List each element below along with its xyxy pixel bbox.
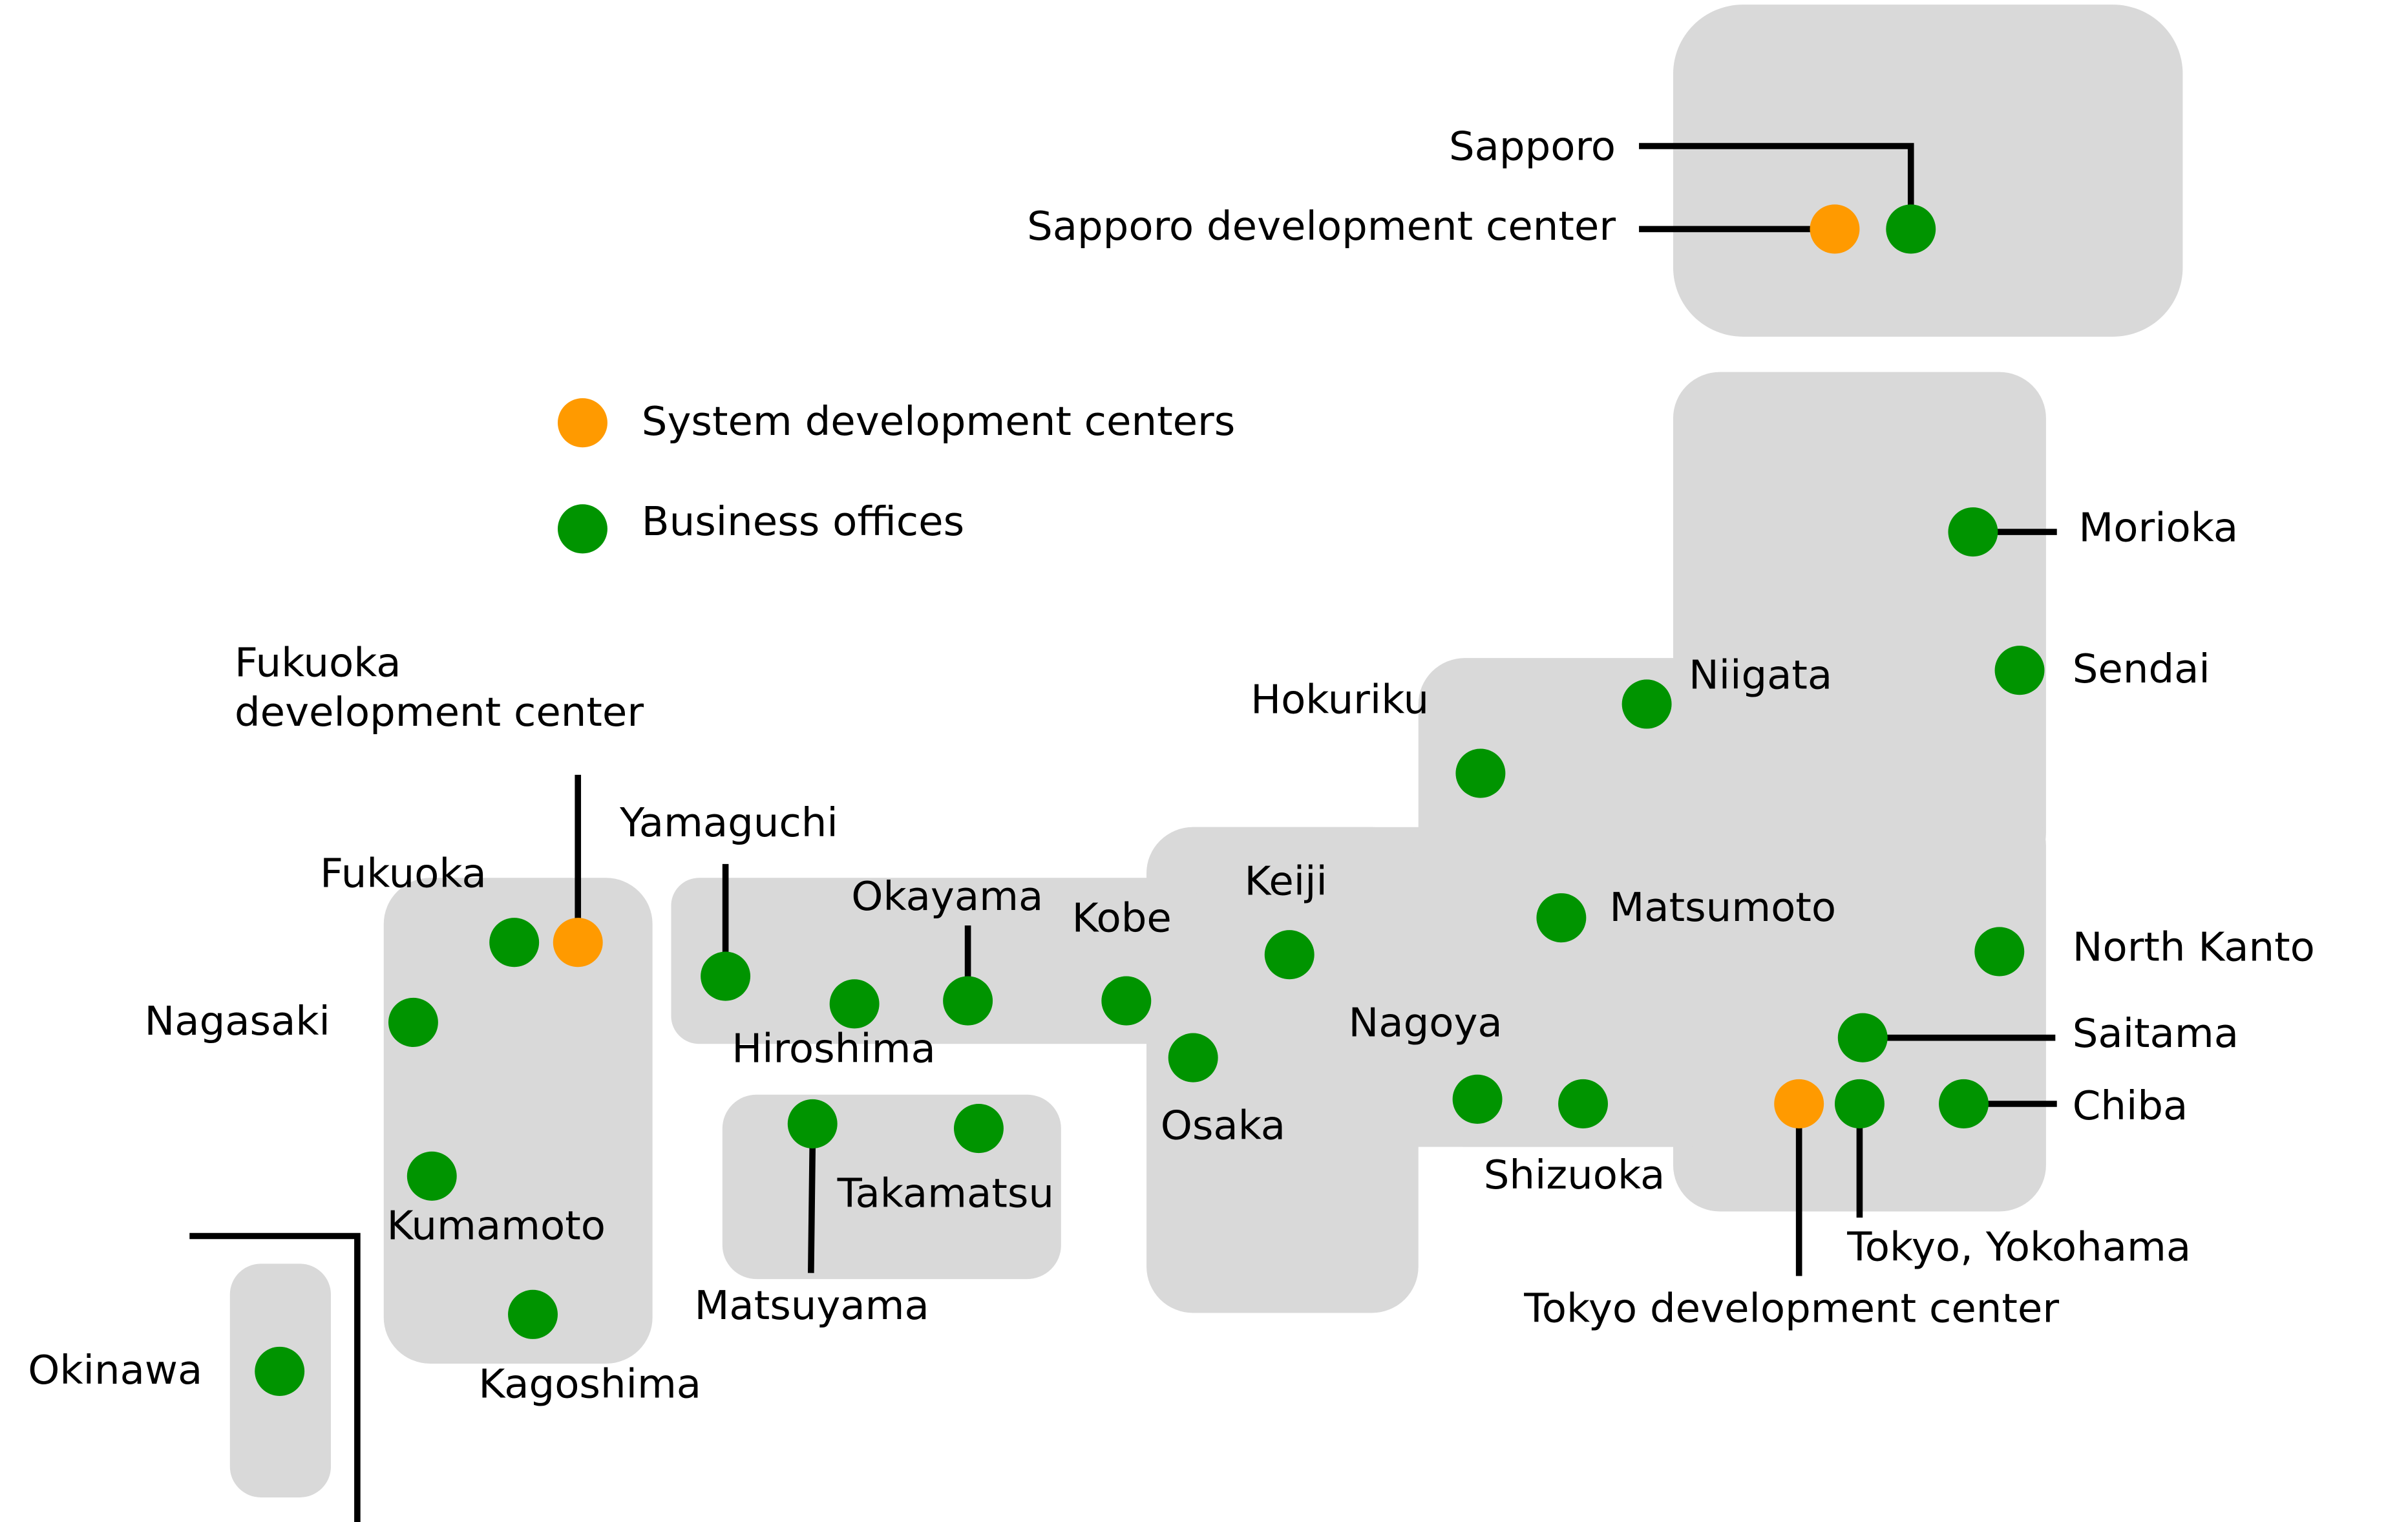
- dot-kumamoto[interactable]: [407, 1151, 457, 1201]
- dot-matsuyama[interactable]: [787, 1099, 838, 1148]
- label-fukuoka-dev-line2: development center: [235, 688, 644, 735]
- label-tokyo-dev: Tokyo development center: [1523, 1285, 2059, 1332]
- label-tokyo-yokohama: Tokyo, Yokohama: [1846, 1223, 2191, 1271]
- label-niigata: Niigata: [1689, 651, 1832, 699]
- label-nagasaki: Nagasaki: [145, 997, 330, 1044]
- dot-tokyo-dev[interactable]: [1774, 1079, 1824, 1129]
- dot-keiji[interactable]: [1264, 930, 1315, 980]
- label-kobe: Kobe: [1072, 894, 1172, 942]
- leader-lines: [575, 143, 2057, 1276]
- region-chugoku: [671, 878, 1199, 1044]
- dot-kagoshima[interactable]: [508, 1289, 558, 1339]
- dot-kobe[interactable]: [1101, 976, 1152, 1026]
- dot-north-kanto[interactable]: [1974, 927, 2025, 977]
- label-okayama: Okayama: [851, 873, 1043, 920]
- label-saitama: Saitama: [2073, 1009, 2239, 1057]
- dot-sendai[interactable]: [1994, 646, 2045, 695]
- location-labels: Sapporo Sapporo development center Morio…: [28, 123, 2315, 1408]
- legend-icon-business-office: [557, 504, 607, 554]
- label-sendai: Sendai: [2073, 645, 2210, 692]
- dot-nagoya[interactable]: [1452, 1074, 1503, 1124]
- label-takamatsu: Takamatsu: [837, 1170, 1054, 1217]
- label-nagoya: Nagoya: [1349, 999, 1503, 1046]
- dot-matsumoto[interactable]: [1536, 893, 1587, 943]
- label-kumamoto: Kumamoto: [387, 1202, 606, 1249]
- label-shizuoka: Shizuoka: [1484, 1151, 1665, 1198]
- dot-hokuriku[interactable]: [1455, 748, 1506, 798]
- label-kagoshima: Kagoshima: [478, 1360, 701, 1408]
- dot-shizuoka[interactable]: [1558, 1079, 1609, 1129]
- leader-matsuyama: [808, 1147, 816, 1273]
- label-matsuyama: Matsuyama: [695, 1282, 929, 1329]
- label-hokuriku: Hokuriku: [1251, 676, 1429, 723]
- legend-label-business-offices: Business offices: [642, 498, 964, 545]
- dot-saitama[interactable]: [1837, 1013, 1888, 1062]
- dot-okinawa[interactable]: [255, 1346, 305, 1396]
- dot-niigata[interactable]: [1621, 679, 1672, 729]
- label-keiji: Keiji: [1245, 858, 1327, 905]
- legend-label-system-development-centers: System development centers: [642, 398, 1235, 445]
- label-sapporo-dev: Sapporo development center: [1027, 202, 1616, 249]
- legend-icon-system-development-center: [557, 398, 607, 448]
- dot-sapporo[interactable]: [1886, 204, 1936, 254]
- label-fukuoka: Fukuoka: [320, 850, 487, 897]
- label-north-kanto: North Kanto: [2073, 924, 2315, 971]
- dot-takamatsu[interactable]: [953, 1103, 1004, 1154]
- leader-sapporo: [1639, 143, 1914, 208]
- location-dots: [255, 204, 2045, 1396]
- label-hiroshima: Hiroshima: [732, 1025, 936, 1072]
- label-fukuoka-dev-line1: Fukuoka: [235, 639, 401, 686]
- dot-fukuoka-dev[interactable]: [553, 918, 603, 967]
- dot-yamaguchi[interactable]: [701, 951, 751, 1001]
- dot-okayama[interactable]: [943, 976, 993, 1026]
- region-hokkaido: [1673, 5, 2183, 337]
- region-kinki-south: [1146, 827, 1419, 1313]
- label-osaka: Osaka: [1161, 1102, 1285, 1149]
- label-morioka: Morioka: [2078, 504, 2238, 551]
- dot-nagasaki[interactable]: [388, 997, 438, 1047]
- dot-fukuoka[interactable]: [489, 918, 540, 967]
- dot-tokyo-yokohama[interactable]: [1834, 1079, 1885, 1129]
- region-tohoku: [1673, 372, 2046, 880]
- okinawa-inset-border: [189, 1232, 361, 1522]
- dot-osaka[interactable]: [1168, 1033, 1218, 1083]
- dot-morioka[interactable]: [1948, 507, 1998, 557]
- dot-hiroshima[interactable]: [829, 979, 880, 1029]
- region-kyushu: [383, 878, 653, 1364]
- label-sapporo: Sapporo: [1449, 123, 1616, 170]
- label-matsumoto: Matsumoto: [1609, 883, 1836, 931]
- label-chiba: Chiba: [2073, 1082, 2188, 1129]
- dot-sapporo-dev[interactable]: [1810, 204, 1860, 254]
- dot-chiba[interactable]: [1939, 1079, 1989, 1129]
- legend: System development centers Business offi…: [557, 398, 1235, 554]
- label-okinawa: Okinawa: [28, 1346, 202, 1393]
- label-yamaguchi: Yamaguchi: [619, 799, 838, 846]
